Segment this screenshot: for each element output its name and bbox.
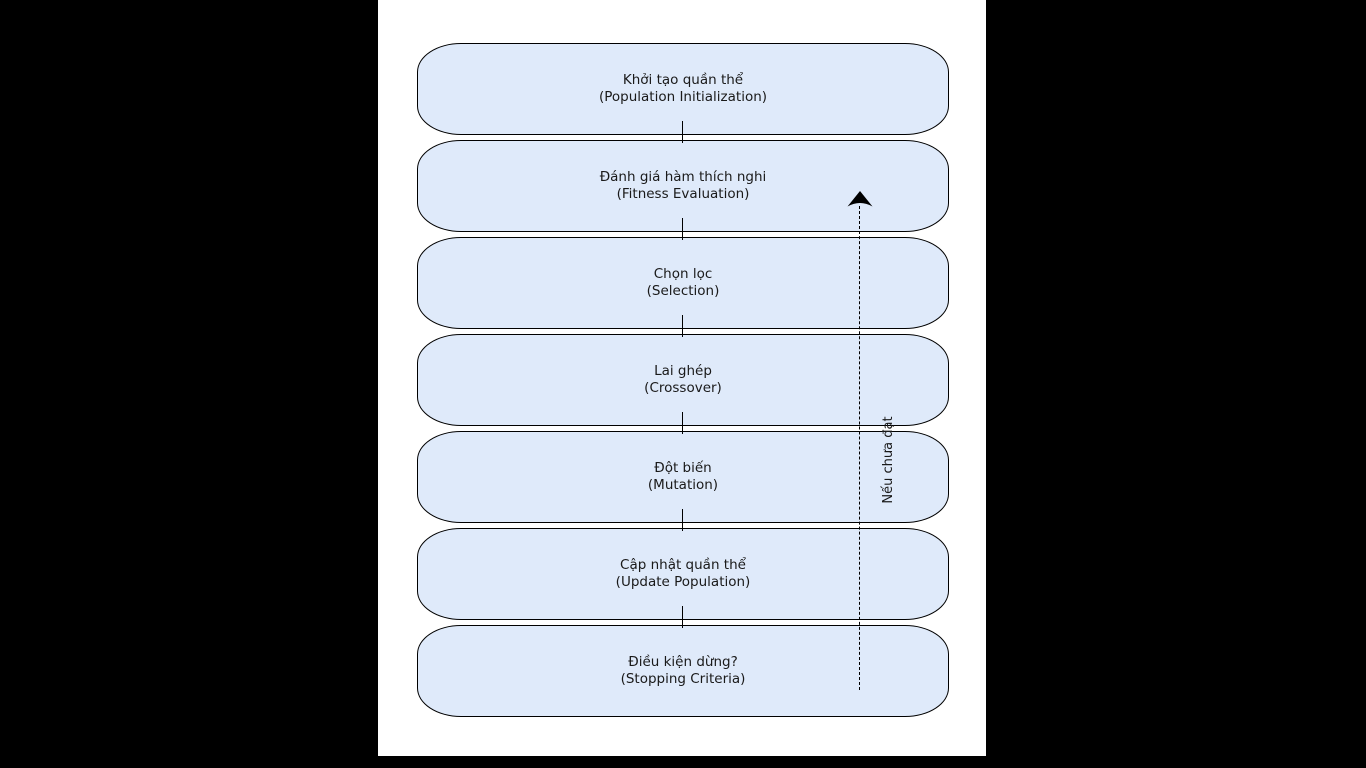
connector-line xyxy=(682,121,683,143)
flow-box-stopping-criteria: Điều kiện dừng? (Stopping Criteria) xyxy=(417,625,949,717)
box-label-vi: Chọn lọc xyxy=(653,265,713,282)
diagram-page: Khởi tạo quần thể (Population Initializa… xyxy=(378,0,986,756)
box-label-vi: Cập nhật quần thể xyxy=(620,556,746,573)
flow-box-mutation: Đột biến (Mutation) xyxy=(417,431,949,523)
box-label-en: (Fitness Evaluation) xyxy=(616,186,750,202)
flow-box-crossover: Lai ghép (Crossover) xyxy=(417,334,949,426)
flow-box-fitness-evaluation: Đánh giá hàm thích nghi (Fitness Evaluat… xyxy=(417,140,949,232)
box-label-vi: Đột biến xyxy=(654,459,712,476)
feedback-dashed-line xyxy=(859,206,860,690)
connector-line xyxy=(682,315,683,337)
connector-line xyxy=(682,606,683,628)
box-label-vi: Điều kiện dừng? xyxy=(628,653,738,670)
box-label-vi: Đánh giá hàm thích nghi xyxy=(599,168,767,185)
flow-box-update-population: Cập nhật quần thể (Update Population) xyxy=(417,528,949,620)
feedback-arrowhead-icon xyxy=(847,191,873,207)
connector-line xyxy=(682,509,683,531)
connector-line xyxy=(682,218,683,240)
box-label-vi: Lai ghép xyxy=(654,362,712,379)
box-label-vi: Khởi tạo quần thể xyxy=(622,71,744,88)
box-label-en: (Crossover) xyxy=(644,380,722,396)
connector-line xyxy=(682,412,683,434)
flow-box-population-initialization: Khởi tạo quần thể (Population Initializa… xyxy=(417,43,949,135)
flow-box-selection: Chọn lọc (Selection) xyxy=(417,237,949,329)
box-label-en: (Mutation) xyxy=(647,477,719,493)
feedback-condition-label: Nếu chưa đạt xyxy=(881,416,896,504)
box-label-en: (Selection) xyxy=(646,283,720,299)
box-label-en: (Stopping Criteria) xyxy=(620,671,746,687)
box-label-en: (Population Initialization) xyxy=(598,89,768,105)
box-label-en: (Update Population) xyxy=(615,574,751,590)
